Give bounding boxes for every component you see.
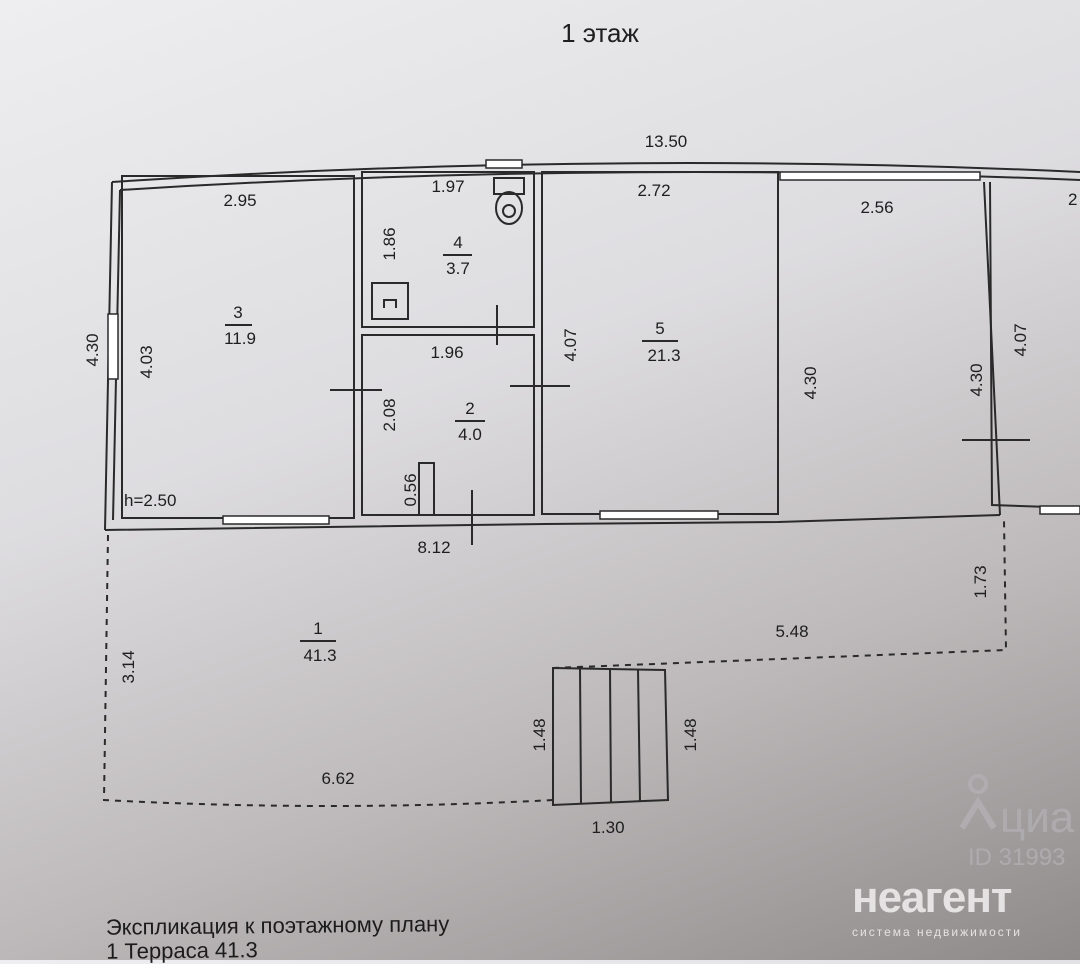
svg-text:1: 1 xyxy=(313,619,322,638)
dim-r4-left: 1.86 xyxy=(380,227,399,260)
dim-right-room-left: 4.07 xyxy=(1011,323,1030,356)
svg-text:3.7: 3.7 xyxy=(446,259,470,278)
cian-watermark: циа xyxy=(1000,793,1075,842)
cian-logo-icon xyxy=(958,772,998,832)
svg-text:2: 2 xyxy=(465,399,474,418)
neagent-tagline: система недвижимости xyxy=(852,925,1022,939)
dim-right-room-top: 2 xyxy=(1068,190,1077,209)
dim-r2-left: 2.08 xyxy=(380,398,399,431)
dim-r5-top: 2.72 xyxy=(637,181,670,200)
explication: Экспликация к поэтажному плану 1 Терраса… xyxy=(105,911,450,964)
svg-text:11.9: 11.9 xyxy=(224,329,256,348)
dim-terrace-right: 1.73 xyxy=(971,565,990,598)
dim-stair-bottom: 1.30 xyxy=(591,818,624,837)
svg-text:4.0: 4.0 xyxy=(458,425,482,444)
dim-r2-door: 0.56 xyxy=(401,473,420,506)
dim-r5-right: 4.30 xyxy=(801,366,820,399)
floor-title: 1 этаж xyxy=(561,18,639,48)
stairs xyxy=(552,666,670,807)
room-4-label: 4 3.7 xyxy=(443,233,472,278)
dim-overall-width: 13.50 xyxy=(645,132,688,151)
dim-corridor-right: 4.30 xyxy=(967,363,986,396)
dim-corridor-top: 2.56 xyxy=(860,198,893,217)
svg-text:4: 4 xyxy=(453,233,462,252)
dim-terrace-left: 3.14 xyxy=(119,650,138,683)
dim-terrace-bottom: 6.62 xyxy=(321,769,354,788)
svg-text:41.3: 41.3 xyxy=(303,646,336,665)
svg-text:21.3: 21.3 xyxy=(647,346,680,365)
door-marks xyxy=(330,305,1030,545)
dim-front: 8.12 xyxy=(417,538,450,557)
dim-r3-top: 2.95 xyxy=(223,191,256,210)
neagent-logo: неагент xyxy=(852,873,1012,922)
svg-text:3: 3 xyxy=(233,303,242,322)
dim-terrace-top: 5.48 xyxy=(775,622,808,641)
dim-r2-top: 1.96 xyxy=(430,343,463,362)
terrace-outline xyxy=(102,519,1008,807)
toilet-icon xyxy=(493,177,525,225)
dim-stair-right: 1.48 xyxy=(681,718,700,751)
room-1-label: 1 41.3 xyxy=(300,619,337,665)
dim-stair-left: 1.48 xyxy=(530,718,549,751)
dim-r3-left-outer: 4.30 xyxy=(83,333,102,366)
room-2-label: 2 4.0 xyxy=(455,399,485,444)
walls xyxy=(104,159,1080,531)
explication-heading: Экспликация к поэтажному плану xyxy=(105,911,450,940)
dim-r5-left: 4.07 xyxy=(561,328,580,361)
shower-icon xyxy=(371,282,409,320)
room-3-label: 3 11.9 xyxy=(224,303,256,348)
room-5-label: 5 21.3 xyxy=(642,319,681,365)
dim-r3-left: 4.03 xyxy=(137,345,156,378)
cian-id-watermark: ID 31993 xyxy=(968,844,1066,871)
dim-r4-top: 1.97 xyxy=(431,177,464,196)
svg-text:5: 5 xyxy=(655,319,664,338)
ceiling-height: h=2.50 xyxy=(124,491,176,510)
